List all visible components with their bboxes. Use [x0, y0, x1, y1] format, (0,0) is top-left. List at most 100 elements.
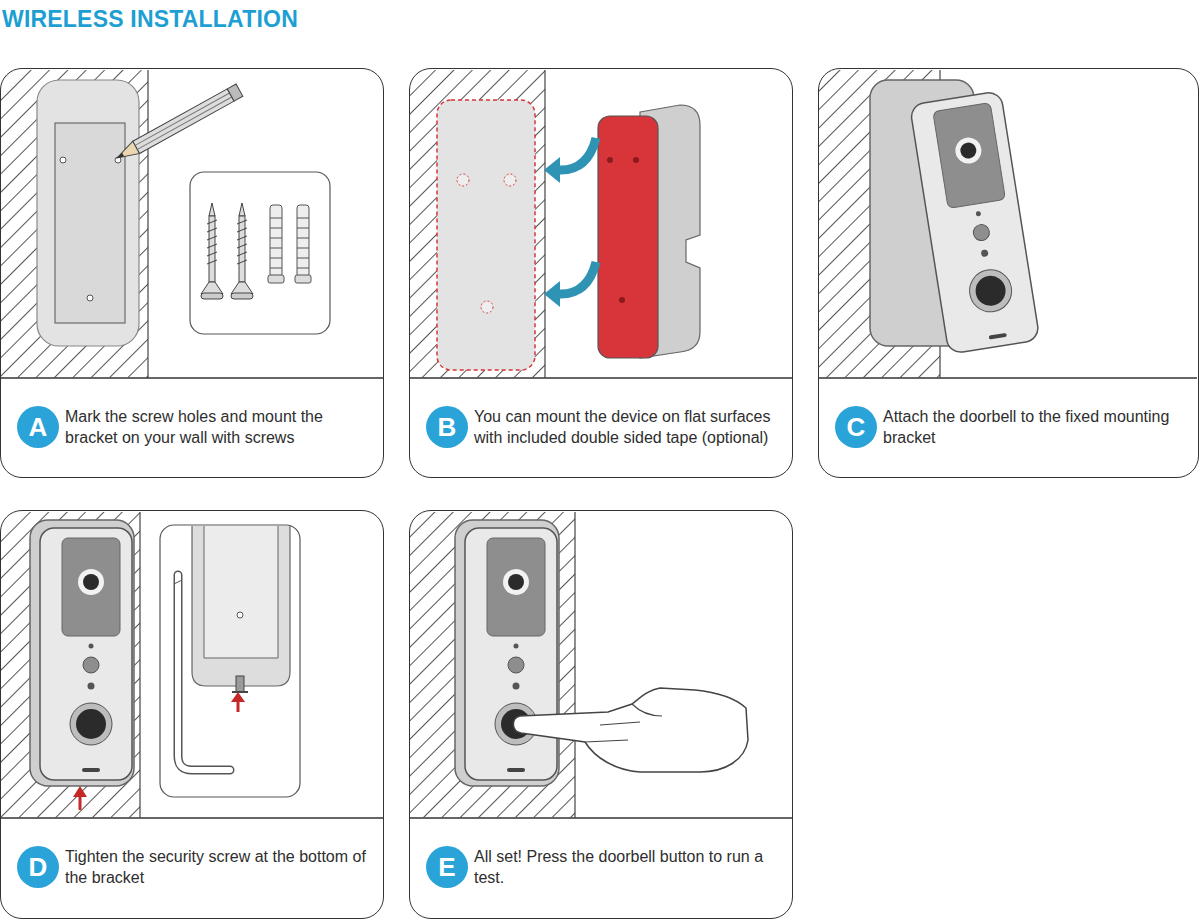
mounting-bracket: [30, 520, 134, 786]
screws-and-anchors: [207, 220, 217, 264]
panel-b-art: [633, 157, 639, 163]
screws-and-anchors: [201, 282, 223, 294]
panel-b-art: [410, 70, 700, 378]
panel-a-art: [60, 157, 66, 163]
screws-and-anchors: [231, 293, 253, 299]
title-holder: WIRELESS INSTALLATION: [2, 6, 298, 33]
detail-inset: [178, 575, 230, 770]
step-letter: C: [835, 406, 877, 448]
pressing-hand: [585, 704, 662, 742]
pencil: [133, 89, 234, 154]
step-letter-circle: A: [17, 406, 59, 448]
panel-d-art: [139, 512, 140, 818]
step-panel: Tighten the security screw at the bottom…: [0, 510, 384, 919]
placement-arrow: [544, 138, 596, 307]
detail-inset: [204, 526, 278, 658]
placement-arrow: [558, 262, 596, 294]
step-letter: E: [426, 846, 468, 888]
step-caption: Attach the doorbell to the fixed mountin…: [883, 406, 1186, 448]
step-panel: All set! Press the doorbell button to ru…: [409, 510, 793, 919]
panel-c-art: [819, 70, 1040, 378]
caption-holder: Tighten the security screw at the bottom…: [65, 846, 371, 888]
panel-b-art: [544, 70, 545, 378]
panel-b-art: [607, 157, 613, 163]
step-letter: A: [17, 406, 59, 448]
step-panel: Attach the doorbell to the fixed mountin…: [818, 68, 1199, 478]
detail-inset: [237, 612, 243, 618]
panel-e-art: [574, 512, 575, 818]
mounting-bracket: [455, 520, 559, 786]
pressing-hand: [513, 688, 748, 772]
screws-and-anchors: [239, 216, 245, 282]
screws-and-anchors: [190, 172, 330, 334]
panel-a-art: [55, 123, 125, 323]
step-letter: D: [17, 846, 59, 888]
screws-and-anchors: [239, 203, 245, 216]
screws-and-anchors: [297, 205, 309, 277]
screws-and-anchors: [295, 275, 311, 283]
panel-a-art: [147, 70, 148, 378]
pointer-arrow: [73, 786, 87, 797]
panel-a-art: [87, 295, 93, 301]
pencil: [114, 84, 243, 164]
panel-b-art: [481, 301, 493, 313]
step-letter-circle: E: [426, 846, 468, 888]
detail-inset: [160, 525, 300, 797]
step-caption: Mark the screw holes and mount the brack…: [65, 406, 371, 448]
step-letter: B: [426, 406, 468, 448]
step-panel: You can mount the device on flat surface…: [409, 68, 793, 478]
doorbell: [465, 528, 557, 780]
screws-and-anchors: [209, 216, 215, 282]
detail-inset: [236, 676, 244, 692]
page-title: WIRELESS INSTALLATION: [2, 6, 298, 32]
screws-and-anchors: [237, 220, 247, 264]
caption-divider: [1, 378, 1197, 818]
screws-and-anchors: [201, 293, 223, 299]
doorbell: [40, 528, 132, 780]
step-letter-circle: B: [426, 406, 468, 448]
step-caption: You can mount the device on flat surface…: [474, 406, 780, 448]
caption-holder: Attach the doorbell to the fixed mountin…: [883, 406, 1186, 448]
caption-holder: You can mount the device on flat surface…: [474, 406, 780, 448]
pencil: [135, 93, 229, 145]
panel-b-art: [619, 297, 625, 303]
placement-arrow: [544, 281, 560, 307]
screws-and-anchors: [231, 282, 253, 294]
panel-b-art: [437, 100, 535, 370]
panel-a-art: [1, 70, 330, 378]
screws-and-anchors: [268, 275, 284, 283]
step-caption: Tighten the security screw at the bottom…: [65, 846, 371, 888]
doorbell: [910, 91, 1040, 354]
detail-inset: [192, 526, 290, 686]
pencil: [227, 84, 243, 101]
pointer-arrow: [79, 795, 82, 810]
screws-and-anchors: [209, 203, 215, 216]
panel-b-art: [504, 174, 516, 186]
step-letter-circle: C: [835, 406, 877, 448]
panel-b-art: [457, 174, 469, 186]
pencil: [116, 153, 124, 160]
double-sided-tape: [598, 116, 658, 358]
screws-and-anchors: [270, 218, 282, 268]
pressing-hand: [513, 688, 748, 772]
panel-e-art: [410, 512, 748, 818]
panel-d-art: [1, 512, 300, 818]
detail-inset: [160, 525, 300, 797]
screws-and-anchors: [270, 205, 282, 277]
panel-a-art: [1, 70, 148, 378]
screws-and-anchors: [190, 172, 330, 334]
panel-e-art: [410, 512, 575, 818]
placement-arrow: [558, 138, 596, 170]
panel-d-art: [1, 512, 140, 818]
detail-inset: [232, 691, 248, 693]
caption-holder: Mark the screw holes and mount the brack…: [65, 406, 371, 448]
step-caption: All set! Press the doorbell button to ru…: [474, 846, 780, 888]
caption-holder: All set! Press the doorbell button to ru…: [474, 846, 780, 888]
pencil: [137, 97, 231, 149]
screws-and-anchors: [297, 218, 309, 268]
detail-inset: [231, 692, 245, 702]
placement-arrow: [544, 157, 560, 183]
